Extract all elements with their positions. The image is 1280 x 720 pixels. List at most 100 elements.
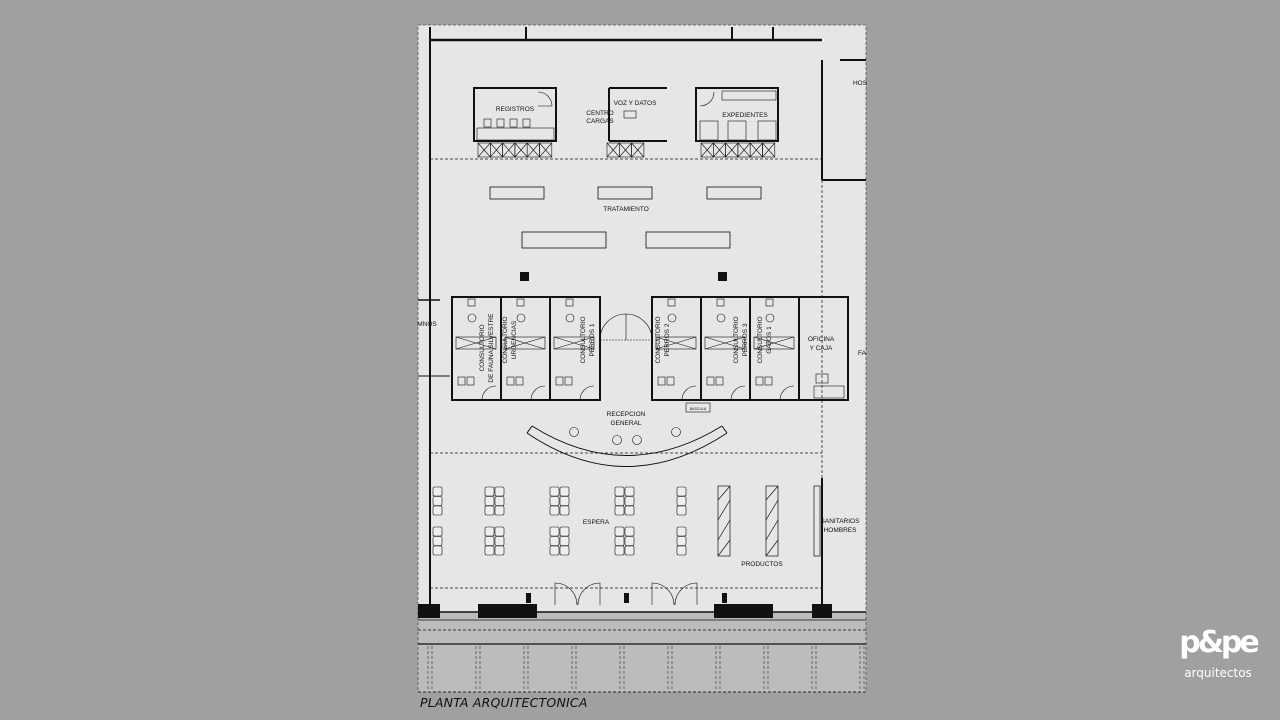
waiting-chair xyxy=(484,545,495,556)
sink xyxy=(467,298,476,307)
cabinet-cross xyxy=(619,142,632,158)
exam-table-cross xyxy=(504,336,546,350)
logo-mark: p&pe xyxy=(1179,625,1259,660)
label-consultorio-perros3-1: CONSULTORIO xyxy=(733,316,740,363)
label-consultorio-urgencias-2: URGENCIAS xyxy=(511,320,518,359)
chair xyxy=(509,118,518,128)
label-productos: PRODUCTOS xyxy=(741,561,783,568)
label-recepcion-1: RECEPCION xyxy=(607,411,646,418)
sidewalk-joints xyxy=(427,646,865,690)
label-consultorio-perros1-1: CONSULTORIO xyxy=(580,316,587,363)
label-oficina-1: OFICINA xyxy=(808,336,835,343)
column xyxy=(520,272,529,281)
chair xyxy=(657,376,666,386)
label-centro-cargas-1: CENTRO xyxy=(586,110,613,117)
cabinet-cross xyxy=(526,142,540,158)
exam-table xyxy=(455,336,497,350)
chair xyxy=(515,376,524,386)
storage-cabinets xyxy=(477,118,776,158)
label-farmacia: FA xyxy=(858,350,867,357)
chair xyxy=(755,376,764,386)
sink xyxy=(516,298,525,307)
exam-table xyxy=(704,336,746,350)
waiting-chair xyxy=(432,536,443,546)
cabinet xyxy=(631,142,645,158)
cabinet-cross xyxy=(737,142,751,158)
waiting-chair xyxy=(484,505,495,516)
waiting-chair xyxy=(494,486,505,497)
chair xyxy=(764,376,773,386)
waiting-chair xyxy=(614,536,625,546)
cabinet-cross xyxy=(713,142,726,158)
chair xyxy=(706,376,715,386)
waiting-chair xyxy=(559,486,570,497)
label-tratamiento: TRATAMIENTO xyxy=(603,206,649,213)
waiting-chair xyxy=(432,505,443,516)
entrance-doors xyxy=(554,582,698,606)
reception-chair xyxy=(612,435,622,445)
label-sanitarios-2: HOMBRES xyxy=(824,527,858,534)
chair xyxy=(765,313,775,323)
sink xyxy=(716,298,725,307)
waiting-chair xyxy=(676,496,687,506)
waiting-chair xyxy=(624,526,635,537)
label-centro-cargas-2: CARGAS xyxy=(586,118,614,125)
waiting-chair xyxy=(549,486,560,497)
label-sanitarios-1: SANITARIOS xyxy=(821,518,861,525)
sink xyxy=(765,298,774,307)
cabinet xyxy=(539,142,553,158)
chair xyxy=(496,118,505,128)
cabinet-cross xyxy=(477,142,491,158)
treatment-tables xyxy=(489,186,762,249)
door-swing xyxy=(530,385,546,401)
logo: p&pe arquitectos xyxy=(1168,625,1268,681)
waiting-chair xyxy=(484,486,495,497)
waiting-chair xyxy=(484,526,495,537)
waiting-chair xyxy=(624,486,635,497)
cabinet-cross xyxy=(539,142,553,158)
waiting-chair xyxy=(676,526,687,537)
exam-table xyxy=(753,336,795,350)
exam-table-cross xyxy=(704,336,746,350)
facade-walls xyxy=(418,593,832,618)
waiting-chair xyxy=(549,545,560,556)
chair xyxy=(467,313,477,323)
chair xyxy=(466,376,475,386)
chair xyxy=(516,313,526,323)
cabinet-cross xyxy=(502,142,516,158)
waiting-chair xyxy=(484,536,495,546)
waiting-chair xyxy=(559,496,570,506)
label-consultorio-fauna-1: CONSULTORIO xyxy=(479,324,486,371)
label-consultorio-gatos1-1: CONSULTORIO xyxy=(757,316,764,363)
consultorios xyxy=(451,296,849,467)
exam-table xyxy=(504,336,546,350)
exam-table-cross xyxy=(553,336,595,350)
label-voz-datos: VOZ Y DATOS xyxy=(614,100,658,107)
waiting-chair xyxy=(614,486,625,497)
cabinet-cross xyxy=(631,142,645,158)
label-consultorio-perros2-1: CONSULTORIO xyxy=(655,316,662,363)
sink xyxy=(565,298,574,307)
label-gimnos: MNOS xyxy=(417,321,437,328)
waiting-chair xyxy=(432,545,443,556)
room-labels: REGISTROS VOZ Y DATOS CENTRO CARGAS EXPE… xyxy=(417,80,867,568)
chair xyxy=(565,313,575,323)
door-swing xyxy=(579,385,595,401)
label-expedientes: EXPEDIENTES xyxy=(722,112,768,119)
column xyxy=(718,272,727,281)
door-swing xyxy=(481,385,497,401)
waiting-chair xyxy=(494,526,505,537)
label-consultorio-fauna-2: DE FAUNA SILVESTRE xyxy=(488,313,495,383)
waiting-chair xyxy=(494,496,505,506)
label-consultorio-perros1-2: PERROS 1 xyxy=(589,323,596,356)
chair xyxy=(716,313,726,323)
cashier-desk xyxy=(813,385,845,399)
waiting-chair xyxy=(624,545,635,556)
waiting-chair xyxy=(676,536,687,546)
waiting-chairs xyxy=(432,486,687,556)
waiting-chair xyxy=(432,526,443,537)
waiting-chair xyxy=(624,496,635,506)
door-swing xyxy=(730,385,746,401)
label-consultorio-gatos1-2: GATOS 1 xyxy=(766,326,773,354)
sheet-border xyxy=(417,24,867,693)
